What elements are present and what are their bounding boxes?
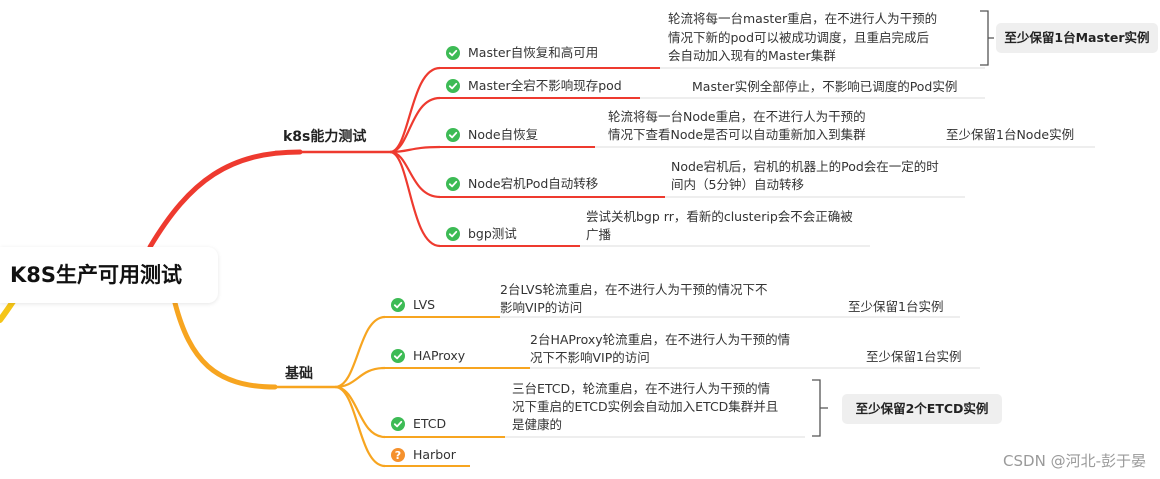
note-badge-master: 至少保留1台Master实例 <box>996 23 1158 53</box>
item-master-ha-detail-3: 会自动加入现有的Master集群 <box>668 48 836 63</box>
question-icon: ? <box>391 448 405 462</box>
check-icon <box>391 298 405 312</box>
item-etcd-detail-1: 三台ETCD，轮流重启，在不进行人为干预的情 <box>512 381 771 396</box>
item-node-recover-note: 至少保留1台Node实例 <box>946 127 1075 142</box>
svg-text:?: ? <box>395 449 401 462</box>
item-master-down-label[interactable]: Master全宕不影响现存pod <box>468 78 622 93</box>
check-icon <box>446 227 460 241</box>
item-lvs-note: 至少保留1台实例 <box>848 299 944 314</box>
root-node[interactable]: K8S生产可用测试 <box>0 247 218 303</box>
check-icon <box>446 79 460 93</box>
item-node-pod-label[interactable]: Node宕机Pod自动转移 <box>468 176 599 191</box>
bracket-etcd <box>812 379 828 437</box>
item-master-ha-label[interactable]: Master自恢复和高可用 <box>468 45 599 60</box>
item-haproxy-note: 至少保留1台实例 <box>866 349 962 364</box>
item-haproxy-detail-2: 况下不影响VIP的访问 <box>530 350 650 365</box>
check-icon <box>391 417 405 431</box>
root-tail-connector <box>0 297 17 323</box>
check-icon <box>446 46 460 60</box>
check-icon <box>446 128 460 142</box>
item-lvs-label[interactable]: LVS <box>413 297 436 312</box>
item-haproxy-label[interactable]: HAProxy <box>413 348 466 363</box>
root-title: K8S生产可用测试 <box>10 263 183 287</box>
item-lvs-detail-2: 影响VIP的访问 <box>500 300 583 315</box>
item-node-recover-detail-1: 轮流将每一台Node重启，在不进行人为干预的 <box>608 109 866 124</box>
item-master-ha-detail-1: 轮流将每一台master重启，在不进行人为干预的 <box>668 11 938 26</box>
root-to-k8s-connector <box>147 149 303 250</box>
connector-master-ha <box>389 66 441 154</box>
branch-k8s-label[interactable]: k8s能力测试 <box>283 129 367 145</box>
item-harbor-label[interactable]: Harbor <box>413 447 456 462</box>
bracket-master <box>980 10 994 66</box>
item-bgp-detail-2: 广播 <box>586 227 612 242</box>
item-etcd-detail-2: 况下重启的ETCD实例会自动加入ETCD集群并且 <box>512 399 779 414</box>
check-icon <box>391 349 405 363</box>
item-bgp-label[interactable]: bgp测试 <box>468 226 517 241</box>
connector-lvs <box>334 315 386 389</box>
watermark-text: CSDN @河北-彭于晏 <box>1003 452 1146 470</box>
branch-base-label[interactable]: 基础 <box>285 366 313 382</box>
item-lvs-detail-1: 2台LVS轮流重启，在不进行人为干预的情况下不 <box>500 282 768 297</box>
item-bgp-detail-1: 尝试关机bgp rr，看新的clusterip会不会正确被 <box>586 209 853 224</box>
item-node-pod-detail-1: Node宕机后，宕机的机器上的Pod会在一定的时 <box>671 159 939 174</box>
connector-haproxy <box>334 366 386 389</box>
item-master-ha-detail-2: 情况下新的pod可以被成功调度，且重启完成后 <box>668 30 930 45</box>
check-icon <box>446 177 460 191</box>
item-etcd-detail-3: 是健康的 <box>512 417 563 432</box>
root-to-base-connector <box>172 300 278 390</box>
connector-harbor <box>334 385 386 468</box>
item-etcd-label[interactable]: ETCD <box>413 416 447 431</box>
connector-bgp <box>389 150 441 248</box>
item-haproxy-detail-1: 2台HAProxy轮流重启，在不进行人为干预的情 <box>530 332 791 347</box>
item-node-recover-detail-2: 情况下查看Node是否可以自动重新加入到集群 <box>608 127 866 142</box>
item-master-down-detail-1: Master实例全部停止，不影响已调度的Pod实例 <box>692 79 958 94</box>
item-node-recover-label[interactable]: Node自恢复 <box>468 127 539 142</box>
item-node-pod-detail-2: 间内（5分钟）自动转移 <box>671 177 804 192</box>
connector-master-down <box>389 96 441 154</box>
note-badge-etcd: 至少保留2个ETCD实例 <box>842 394 1002 424</box>
